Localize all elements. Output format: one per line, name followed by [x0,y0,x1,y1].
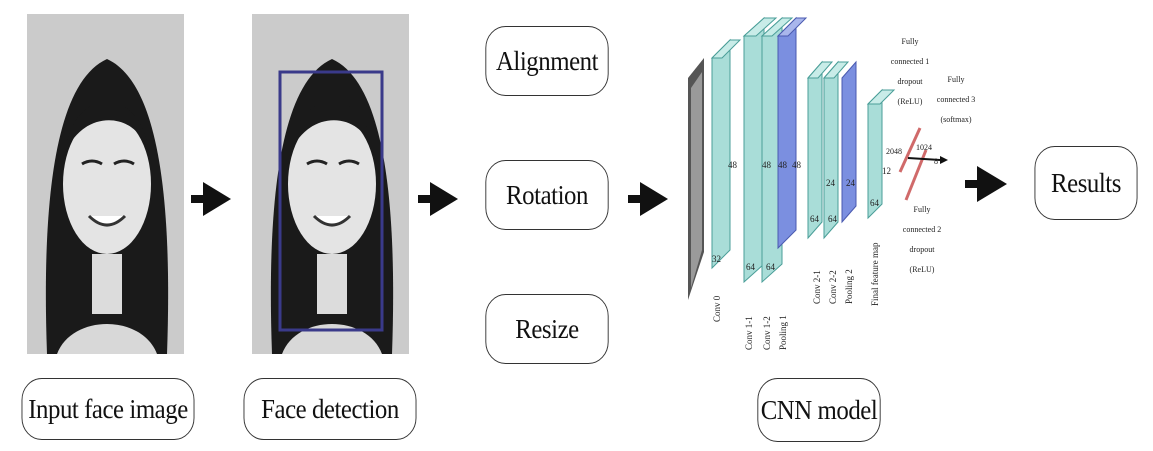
svg-text:(ReLU): (ReLU) [910,265,935,274]
dim-label: 24 [846,178,856,188]
cnn-model-label: CNN model [757,378,881,442]
input-face-photo [27,14,184,354]
cnn-architecture: 48 48 48 48 32 64 64 24 24 64 64 12 64 2… [688,16,975,350]
dim-label: 12 [882,166,891,176]
svg-text:dropout: dropout [910,245,936,254]
pooling2-block [841,60,857,224]
arrow-icon [628,182,668,216]
resize-step: Resize [485,294,609,364]
dim-label: 64 [766,262,776,272]
layer-label: Conv 0 [712,295,722,322]
dim-label: 24 [826,178,836,188]
layer-label: Pooling 2 [844,269,854,304]
arrow-icon [965,166,1007,202]
conv1-2-block [760,16,794,284]
fc1-annotation: Fully connected 1 dropout (ReLU) [891,37,929,106]
fc-arrow [907,157,941,161]
svg-text:Fully: Fully [914,205,931,214]
final-feature-map-block [866,88,896,220]
conv1-1-block [742,16,778,284]
layer-label: Conv 1-2 [762,316,772,350]
face-detection-photo [252,14,409,354]
rotation-step: Rotation [485,160,609,230]
face-detection-label: Face detection [243,378,417,440]
svg-text:Fully: Fully [948,75,965,84]
svg-text:connected 1: connected 1 [891,57,929,66]
dim-label: 48 [792,160,802,170]
alignment-step: Alignment [485,26,609,96]
arrow-icon [191,182,231,216]
svg-text:(ReLU): (ReLU) [898,97,923,106]
svg-text:dropout: dropout [898,77,924,86]
layer-label: Final feature map [870,242,880,306]
dim-label: 64 [810,214,820,224]
layer-label: Pooling 1 [778,315,788,350]
fc1-line [898,127,922,173]
dim-label: 48 [762,160,772,170]
layer-label: Conv 1-1 [744,316,754,350]
detection-box [278,70,384,332]
dim-label: 32 [712,254,721,264]
layer-label: Conv 2-2 [828,270,838,304]
dim-label: 64 [828,214,838,224]
conv2-2-block [822,60,850,240]
svg-text:Fully: Fully [902,37,919,46]
arrow-icon [418,182,458,216]
results-step: Results [1034,146,1138,220]
fc2-annotation: Fully connected 2 dropout (ReLU) [903,205,941,274]
dim-label: 64 [746,262,756,272]
conv0-block [710,38,742,270]
svg-text:connected 2: connected 2 [903,225,941,234]
layer-label: Conv 2-1 [812,270,822,304]
conv2-1-block [806,60,834,240]
svg-text:(softmax): (softmax) [940,115,971,124]
dim-label: 64 [870,198,880,208]
dim-label: 2048 [886,147,902,156]
input-face-image-label: Input face image [21,378,195,440]
pooling1-block [776,16,808,250]
svg-text:connected 3: connected 3 [937,95,975,104]
dim-label: 48 [778,160,788,170]
dim-label: 1024 [916,143,932,152]
dim-label: 8 [934,157,938,166]
fc3-annotation: Fully connected 3 (softmax) [937,75,975,124]
dim-label: 48 [728,160,738,170]
